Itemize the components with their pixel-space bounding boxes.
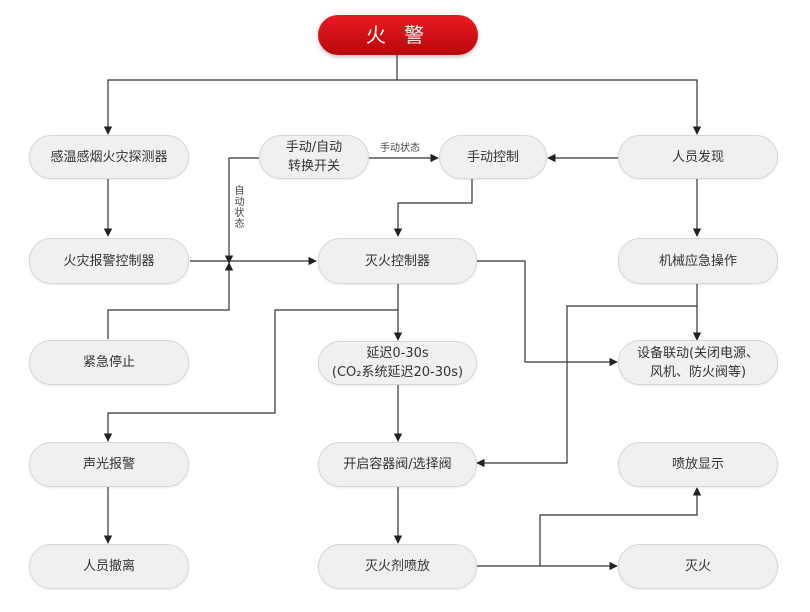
node-manual-control: 手动控制 bbox=[439, 135, 547, 179]
node-delay: 延迟0-30s (CO₂系统延迟20-30s) bbox=[318, 341, 477, 385]
edge-extinguish-to-sound-alarm bbox=[103, 309, 398, 442]
node-switch: 手动/自动 转换开关 bbox=[259, 135, 369, 179]
node-person-found: 人员发现 bbox=[618, 135, 778, 179]
edge-mechanical-to-open-valve bbox=[476, 305, 697, 468]
node-alarm-controller: 火灾报警控制器 bbox=[29, 238, 189, 284]
node-open-valve: 开启容器阀/选择阀 bbox=[318, 442, 477, 487]
node-extinguish-controller: 灭火控制器 bbox=[318, 238, 477, 284]
node-release-display: 喷放显示 bbox=[618, 442, 778, 487]
edge-root-to-person-found bbox=[397, 79, 702, 135]
edge-switch-auto-state bbox=[224, 157, 259, 264]
node-fire-out: 灭火 bbox=[618, 544, 778, 589]
node-sound-light-alarm: 声光报警 bbox=[29, 442, 189, 487]
node-evacuation: 人员撤离 bbox=[29, 544, 189, 589]
node-agent-release: 灭火剂喷放 bbox=[318, 544, 477, 589]
edge-label-manual-state: 手动状态 bbox=[380, 143, 420, 154]
edge-emergency-stop-to-junction bbox=[107, 262, 234, 339]
node-detector: 感温感烟火灾探测器 bbox=[29, 135, 189, 179]
node-mechanical-emergency: 机械应急操作 bbox=[618, 238, 778, 284]
edge-extinguish-to-linkage bbox=[477, 260, 618, 367]
node-linkage: 设备联动(关闭电源、 风机、防火阀等) bbox=[618, 340, 778, 385]
edge-release-to-display bbox=[539, 487, 702, 566]
root-fire-alarm: 火 警 bbox=[318, 15, 478, 55]
edge-root-to-detector bbox=[103, 55, 398, 135]
edge-manual-control-to-extinguish bbox=[393, 179, 473, 237]
node-emergency-stop: 紧急停止 bbox=[29, 340, 189, 385]
edge-label-auto-state: 自动状态 bbox=[232, 185, 243, 229]
